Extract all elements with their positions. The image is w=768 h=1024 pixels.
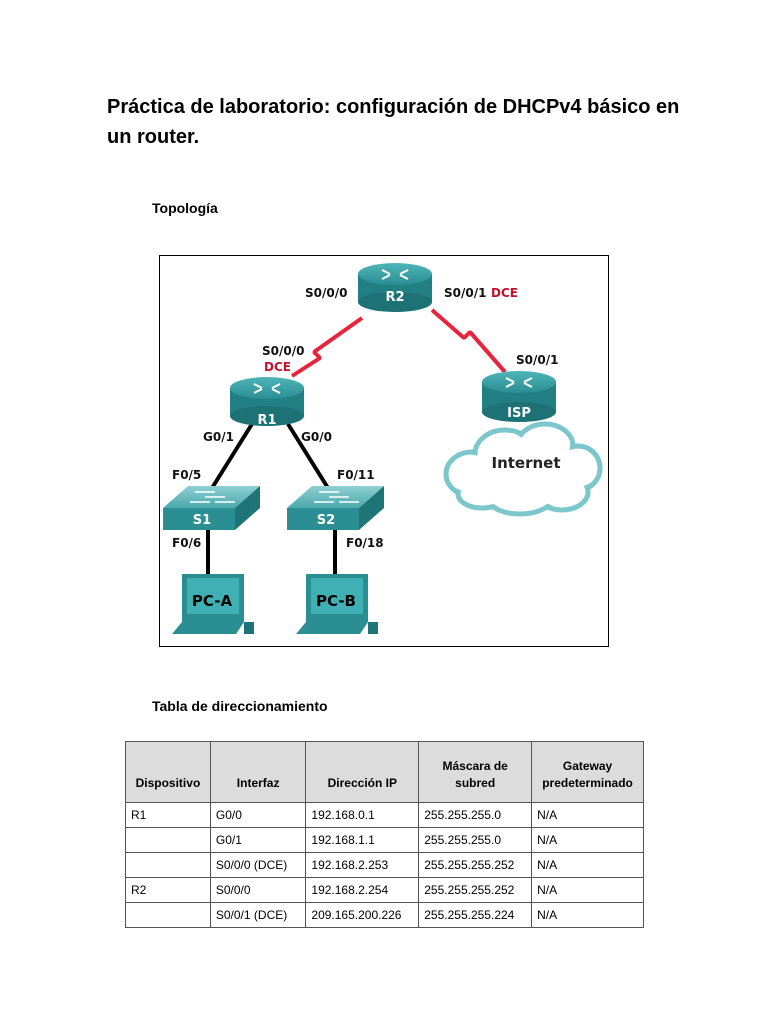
cell-gateway: N/A [531,852,644,878]
cell-mask: 255.255.255.252 [418,877,533,903]
cell-ip: 192.168.0.1 [305,802,420,828]
cell-mask: 255.255.255.0 [418,802,533,828]
cell-mask: 255.255.255.0 [418,827,533,853]
switch-s1-name: S1 [193,513,211,528]
pc-a-icon [172,574,254,634]
column-header-device: Dispositivo [125,741,211,803]
pc-a-name: PC-A [192,592,233,610]
router-isp-name: ISP [507,406,531,421]
label-r1-g00: G0/0 [301,430,332,444]
column-header-gateway-line1: Gateway [562,759,613,773]
column-header-ip: Dirección IP [305,741,420,803]
cell-ip: 192.168.1.1 [305,827,420,853]
cell-mask: 255.255.255.224 [418,902,533,928]
pc-b-icon [296,574,378,634]
label-r2-dce: DCE [491,286,518,300]
cell-device: R2 [125,877,211,903]
table-row: S0/0/1 (DCE) 209.165.200.226 255.255.255… [125,902,644,928]
cell-gateway: N/A [531,802,644,828]
cell-interface: S0/0/1 (DCE) [209,902,307,928]
serial-link-r2-isp [430,308,507,374]
label-r1-g01: G0/1 [203,430,234,444]
column-header-interface: Interfaz [209,741,307,803]
switch-s2-name: S2 [317,513,335,528]
router-isp-icon [482,371,556,422]
cell-ip: 209.165.200.226 [305,902,420,928]
ethernet-link-r1-s2 [286,422,330,490]
label-s1-f06: F0/6 [172,536,201,550]
cell-mask: 255.255.255.252 [418,852,533,878]
cell-interface: G0/0 [209,802,307,828]
addressing-header-row: Dispositivo Interfaz Dirección IP Máscar… [125,741,644,803]
cell-gateway: N/A [531,877,644,903]
cell-device [125,902,211,928]
switch-s2-icon [287,486,384,530]
column-header-mask-line2: subred [455,776,496,790]
cell-gateway: N/A [531,827,644,853]
addressing-heading: Tabla de direccionamiento [152,698,328,714]
cell-device: R1 [125,802,211,828]
cell-interface: G0/1 [209,827,307,853]
label-r2-s000: S0/0/0 [305,286,347,300]
label-s2-f011: F0/11 [337,468,375,482]
topology-heading: Topología [152,200,218,216]
cell-device [125,852,211,878]
column-header-gateway-line2: predeterminado [542,776,633,790]
label-r1-s000: S0/0/0 [262,344,304,358]
switch-s1-icon [163,486,260,530]
label-s2-f018: F0/18 [346,536,384,550]
label-s1-f05: F0/5 [172,468,201,482]
router-r1-name: R1 [257,413,276,428]
cell-device [125,827,211,853]
internet-label: Internet [491,454,560,472]
label-isp-s001: S0/0/1 [516,353,558,367]
router-r2-name: R2 [385,290,404,305]
internet-cloud-icon [443,421,603,517]
ethernet-link-r1-s1 [210,422,254,490]
addressing-table: Dispositivo Interfaz Dirección IP Máscar… [125,741,644,928]
table-row: S0/0/0 (DCE) 192.168.2.253 255.255.255.2… [125,852,644,878]
cell-interface: S0/0/0 [209,877,307,903]
document-title: Práctica de laboratorio: configuración d… [107,96,680,148]
topology-diagram: Internet R2 R1 [159,255,609,647]
pc-b-name: PC-B [316,592,356,610]
table-row: R1 G0/0 192.168.0.1 255.255.255.0 N/A [125,802,644,828]
column-header-gateway: Gateway predeterminado [531,741,644,803]
label-r1-dce: DCE [264,360,291,374]
table-row: R2 S0/0/0 192.168.2.254 255.255.255.252 … [125,877,644,903]
topology-svg: Internet R2 R1 [163,263,603,634]
router-r2-icon [358,263,432,312]
column-header-mask-line1: Máscara de [442,759,508,773]
column-header-mask: Máscara de subred [418,741,533,803]
table-row: G0/1 192.168.1.1 255.255.255.0 N/A [125,827,644,853]
cell-gateway: N/A [531,902,644,928]
cell-ip: 192.168.2.253 [305,852,420,878]
cell-ip: 192.168.2.254 [305,877,420,903]
label-r2-s001: S0/0/1 [444,286,486,300]
cell-interface: S0/0/0 (DCE) [209,852,307,878]
router-r1-icon [230,377,304,426]
serial-link-r1-r2 [290,316,364,378]
